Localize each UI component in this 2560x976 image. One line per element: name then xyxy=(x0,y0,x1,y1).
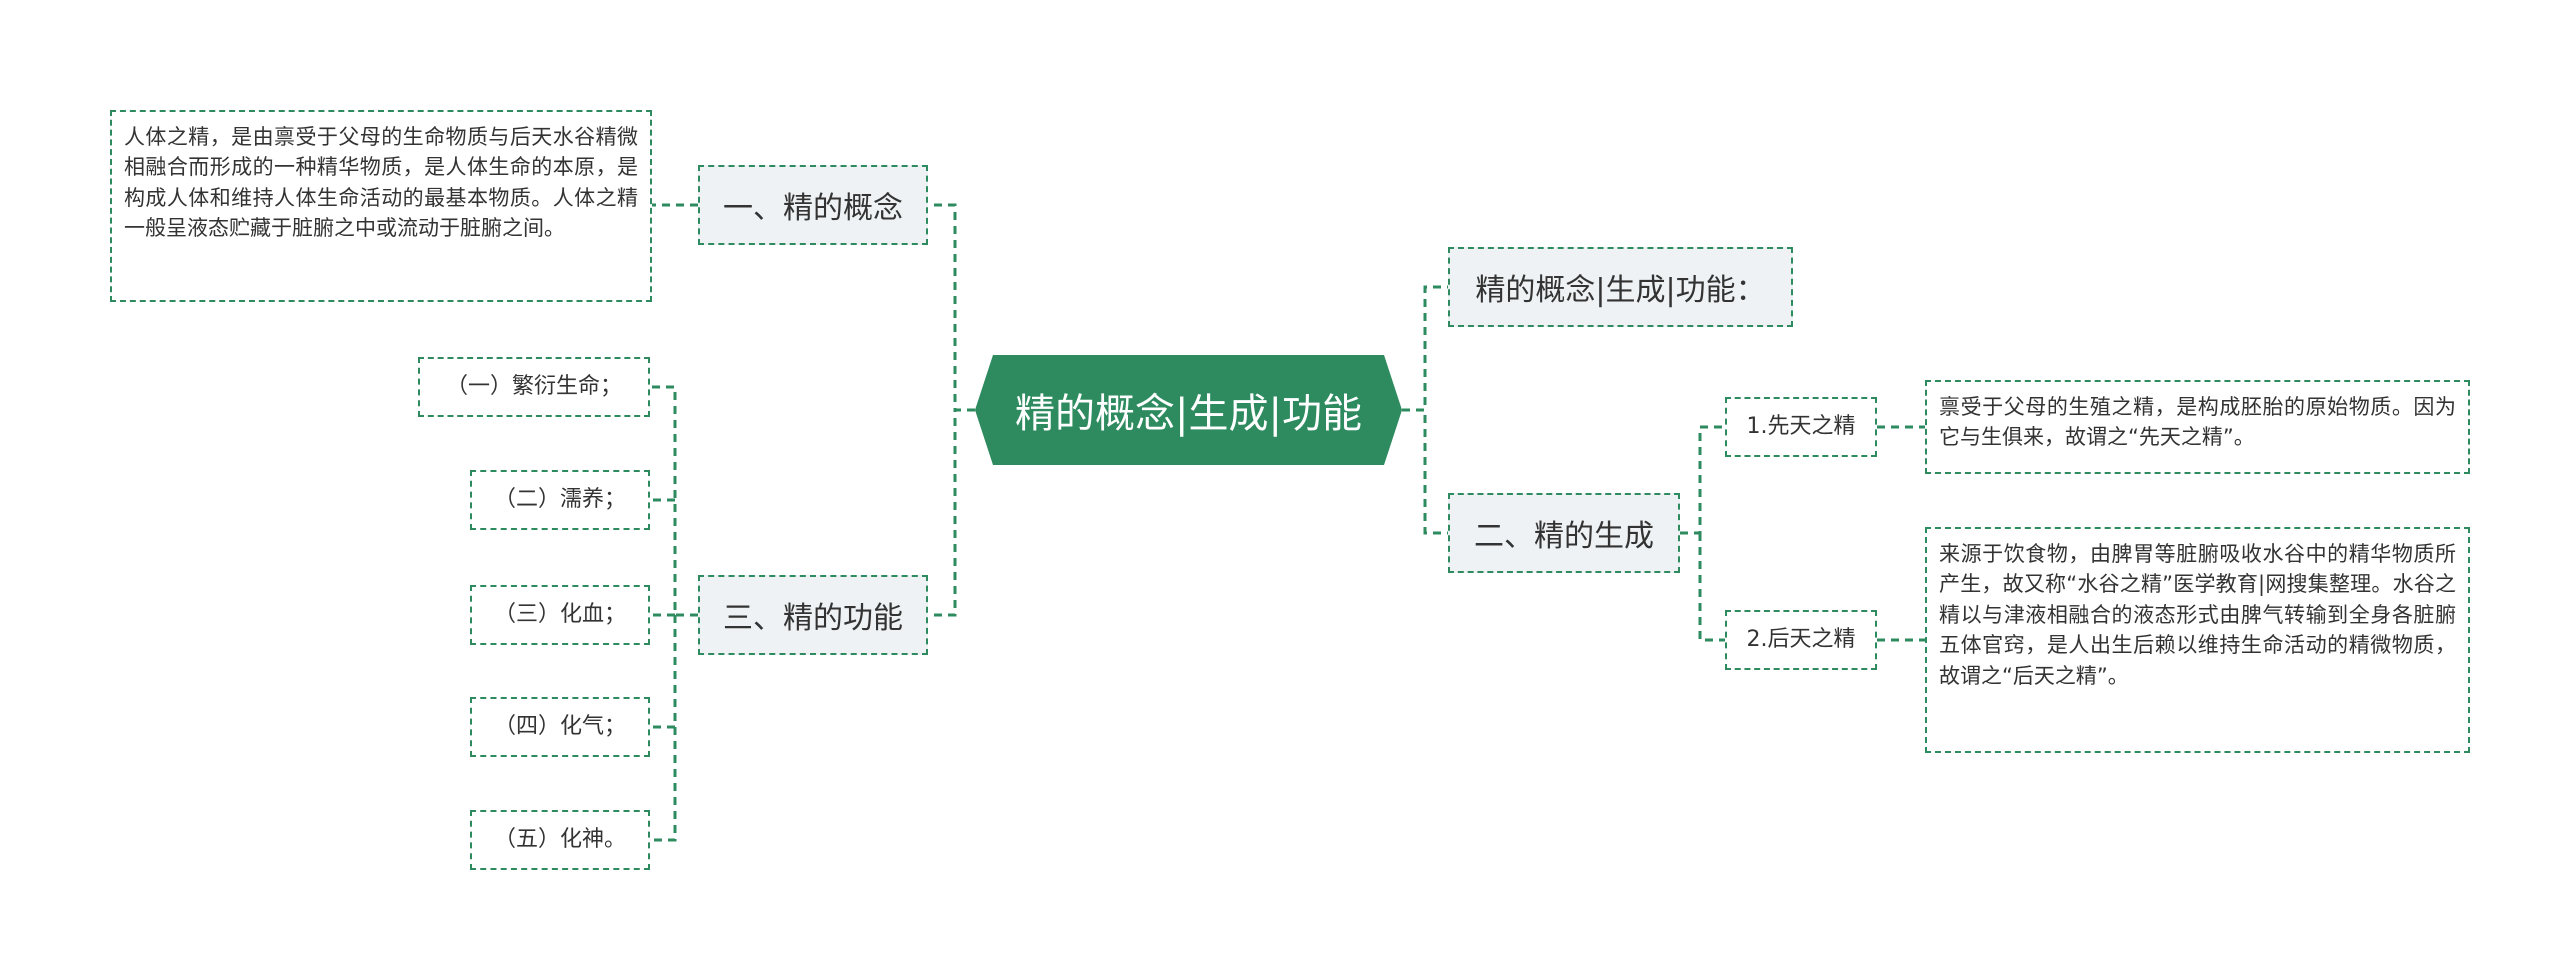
link-root-function xyxy=(928,408,975,617)
link-root-intro xyxy=(1402,285,1448,412)
link-root-concept xyxy=(928,203,975,412)
branch-intro[interactable]: 精的概念|生成|功能： xyxy=(1448,247,1793,327)
link-function-items xyxy=(650,385,698,842)
link-root-generation xyxy=(1402,408,1448,535)
branch-concept[interactable]: 一、精的概念 xyxy=(698,165,928,245)
innate-essence-text: 禀受于父母的生殖之精，是构成胚胎的原始物质。因为它与生俱来，故谓之“先天之精”。 xyxy=(1925,380,2470,474)
branch-function-label: 三、精的功能 xyxy=(723,601,903,636)
function-item-1[interactable]: （一）繁衍生命； xyxy=(418,357,650,417)
function-item-3[interactable]: （三）化血； xyxy=(470,585,650,645)
function-item-4[interactable]: （四）化气； xyxy=(470,697,650,757)
innate-essence-node[interactable]: 1.先天之精 xyxy=(1725,397,1877,457)
branch-generation-label: 二、精的生成 xyxy=(1474,519,1654,554)
function-item-5[interactable]: （五）化神。 xyxy=(470,810,650,870)
branch-generation[interactable]: 二、精的生成 xyxy=(1448,493,1680,573)
root-hexagon-shape xyxy=(975,355,1402,465)
concept-text-content: 人体之精，是由禀受于父母的生命物质与后天水谷精微相融合而形成的一种精华物质，是人… xyxy=(124,125,638,241)
concept-text: 人体之精，是由禀受于父母的生命物质与后天水谷精微相融合而形成的一种精华物质，是人… xyxy=(110,110,652,302)
branch-intro-label: 精的概念|生成|功能： xyxy=(1475,273,1766,308)
acquired-essence-text: 来源于饮食物，由脾胃等脏腑吸收水谷中的精华物质所产生，故又称“水谷之精”医学教育… xyxy=(1925,527,2470,753)
root-label: 精的概念|生成|功能 xyxy=(1015,391,1362,437)
root-node[interactable]: 精的概念|生成|功能 xyxy=(975,355,1402,465)
acquired-essence-node[interactable]: 2.后天之精 xyxy=(1725,610,1877,670)
link-generation-children xyxy=(1680,425,1725,642)
function-item-2[interactable]: （二）濡养； xyxy=(470,470,650,530)
branch-concept-label: 一、精的概念 xyxy=(723,191,903,226)
branch-function[interactable]: 三、精的功能 xyxy=(698,575,928,655)
